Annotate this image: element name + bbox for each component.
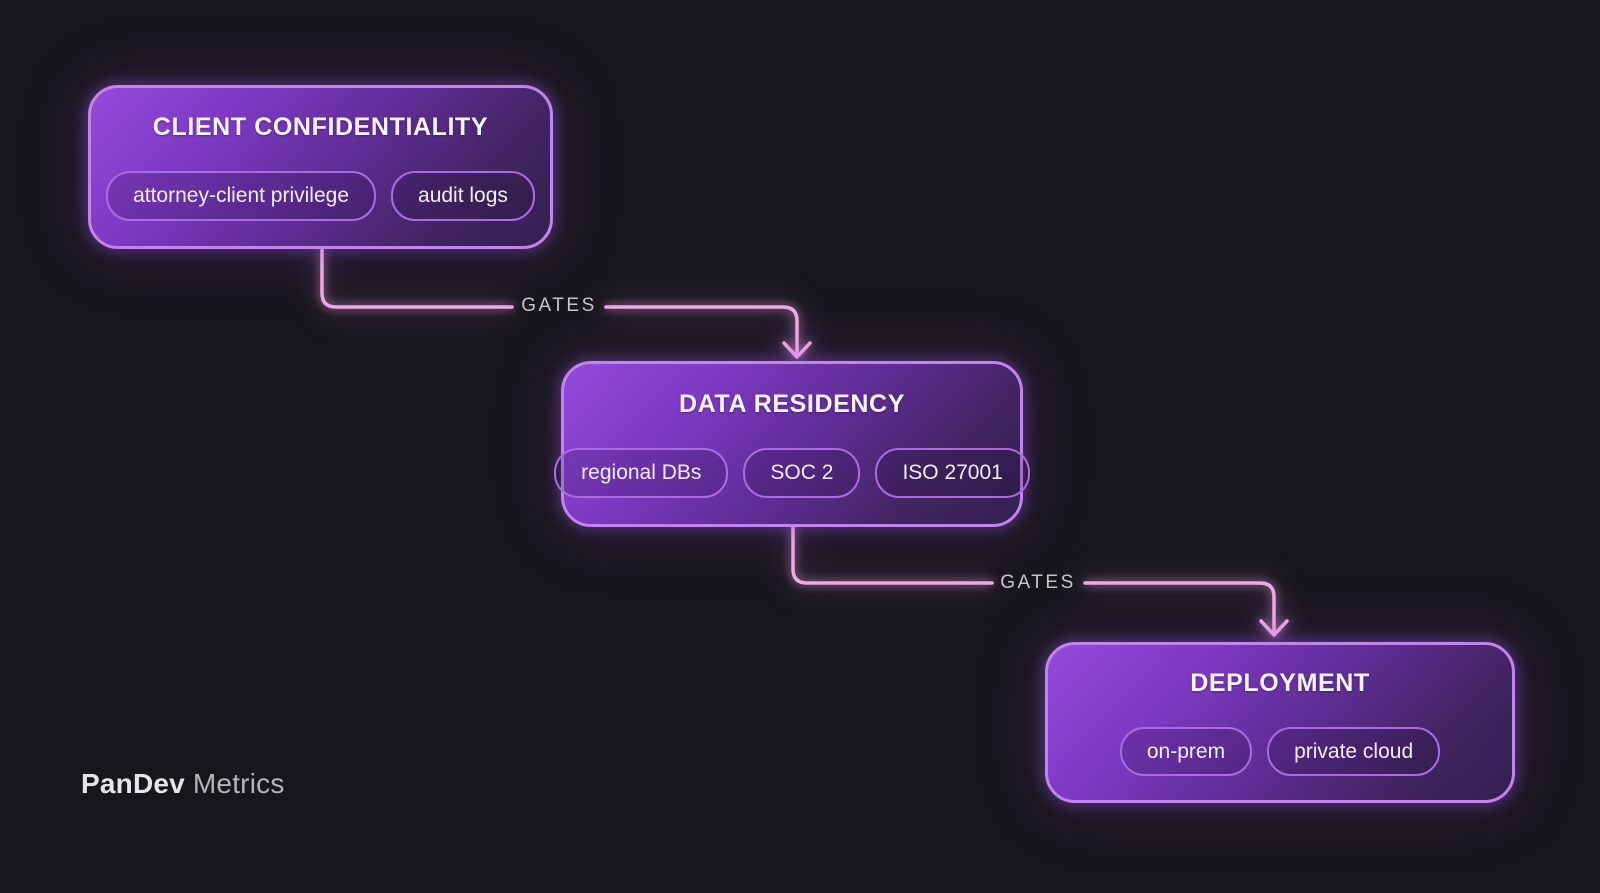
tag-row: on-prem private cloud xyxy=(1119,726,1441,777)
node-deployment: DEPLOYMENT on-prem private cloud xyxy=(1045,642,1515,803)
brand-suffix: Metrics xyxy=(184,768,285,799)
connector-2-line-right xyxy=(1083,581,1276,635)
node-title: CLIENT CONFIDENTIALITY xyxy=(152,113,489,142)
connector-1-label: GATES xyxy=(521,295,597,316)
tag-attorney-client-privilege: attorney-client privilege xyxy=(106,171,377,221)
brand-logo: PanDev Metrics xyxy=(81,768,285,800)
connector-1-line-left xyxy=(320,248,514,309)
tag-row: regional DBs SOC 2 ISO 27001 xyxy=(554,448,1030,498)
tag-soc-2: SOC 2 xyxy=(743,448,861,498)
tag-regional-dbs: regional DBs xyxy=(554,448,729,498)
connector-2-arrowhead-icon xyxy=(1259,619,1289,637)
tag-iso-27001: ISO 27001 xyxy=(875,448,1030,498)
connector-2-label: GATES xyxy=(1000,572,1076,593)
node-data-residency: DATA RESIDENCY regional DBs SOC 2 ISO 27… xyxy=(554,361,1030,527)
tag-audit-logs: audit logs xyxy=(391,171,535,221)
tag-private-cloud: private cloud xyxy=(1267,726,1441,777)
connector-1-arrowhead-icon xyxy=(782,341,812,359)
connector-1-line-right xyxy=(604,305,799,357)
node-title: DATA RESIDENCY xyxy=(678,390,905,419)
tag-row: attorney-client privilege audit logs xyxy=(106,171,535,221)
tag-on-prem: on-prem xyxy=(1119,726,1253,777)
node-title: DEPLOYMENT xyxy=(1190,668,1370,697)
brand-name: PanDev xyxy=(81,768,185,799)
connector-2-line-left xyxy=(791,525,994,585)
node-client-confidentiality: CLIENT CONFIDENTIALITY attorney-client p… xyxy=(88,85,553,249)
